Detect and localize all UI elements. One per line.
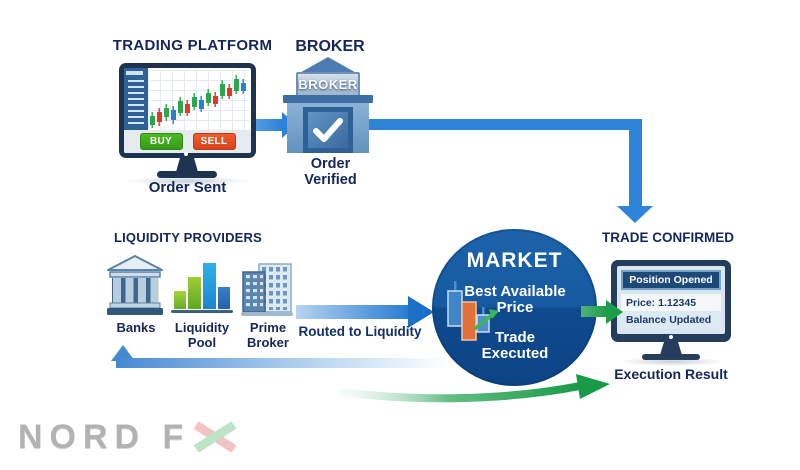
arrow-routed-to-liquidity-body bbox=[296, 305, 408, 319]
broker-building-icon: BROKER bbox=[283, 57, 373, 153]
monitor-base bbox=[642, 354, 700, 360]
arrow-platform-to-broker-body bbox=[253, 119, 282, 131]
caption-execution-result: Execution Result bbox=[614, 366, 728, 382]
platform-screen: BUY SELL bbox=[124, 68, 251, 153]
price-text: Price: 1.12345 bbox=[621, 294, 721, 311]
title-broker: BROKER bbox=[295, 38, 365, 55]
label-liquidity-pool: Liquidity Pool bbox=[174, 320, 230, 350]
order-toolbar: BUY SELL bbox=[124, 130, 251, 153]
nordfx-x-icon bbox=[193, 422, 237, 452]
caption-order-verified: Order Verified bbox=[304, 156, 357, 189]
title-trading-platform: TRADING PLATFORM bbox=[112, 37, 273, 54]
prime-broker-buildings-icon bbox=[241, 262, 293, 316]
title-trade-confirmed: TRADE CONFIRMED bbox=[602, 230, 734, 245]
arrow-market-to-result-head bbox=[606, 300, 623, 324]
monitor-shadow bbox=[127, 176, 249, 186]
arrow-broker-to-confirmed-head bbox=[617, 206, 653, 223]
broker-sign: BROKER bbox=[296, 72, 360, 97]
arrow-return-to-liquidity-body bbox=[116, 358, 448, 368]
arrow-market-to-result-body bbox=[581, 306, 606, 317]
arrow-broker-to-confirmed-vertical bbox=[629, 119, 642, 207]
liquidity-pool-chart-icon bbox=[171, 260, 233, 313]
market-candles-icon bbox=[446, 281, 500, 350]
monitor-shadow bbox=[619, 357, 725, 366]
arrow-return-to-liquidity-head bbox=[111, 345, 135, 361]
market-trade-executed: Trade Executed bbox=[481, 329, 549, 363]
arrow-execution-green bbox=[338, 372, 623, 410]
market-best-price: Best Available Price bbox=[464, 283, 566, 317]
monitor-base bbox=[157, 171, 217, 178]
position-opened-banner: Position Opened bbox=[621, 270, 721, 290]
label-banks: Banks bbox=[116, 320, 156, 335]
arrow-routed-to-liquidity-head bbox=[408, 296, 434, 328]
confirmation-monitor-icon: Position Opened Price: 1.12345 Balance U… bbox=[611, 260, 731, 342]
arrow-broker-to-confirmed-horizontal bbox=[368, 119, 642, 130]
nordfx-wordmark: NORD F bbox=[18, 417, 191, 456]
monitor-dot bbox=[184, 152, 188, 156]
monitor-stand bbox=[176, 158, 198, 172]
checkmark-icon bbox=[313, 118, 343, 142]
balance-text: Balance Updated bbox=[621, 311, 721, 329]
label-prime-broker: Prime Broker bbox=[247, 320, 289, 350]
market-title: MARKET bbox=[466, 249, 563, 272]
bank-icon bbox=[106, 254, 164, 318]
caption-order-sent: Order Sent bbox=[148, 179, 227, 196]
title-liquidity-providers: LIQUIDITY PROVIDERS bbox=[113, 230, 263, 245]
broker-cornice bbox=[283, 95, 373, 103]
confirmation-screen: Position Opened Price: 1.12345 Balance U… bbox=[617, 266, 725, 334]
broker-door bbox=[303, 107, 353, 153]
monitor-stand bbox=[660, 342, 682, 355]
label-routed-to-liquidity: Routed to Liquidity bbox=[298, 324, 422, 339]
watchlist-panel bbox=[124, 68, 148, 130]
trading-platform-monitor-icon: BUY SELL bbox=[119, 63, 256, 158]
monitor-dot bbox=[669, 335, 673, 339]
buy-button: BUY bbox=[139, 133, 183, 150]
sell-button: SELL bbox=[192, 133, 236, 150]
candlestick-chart-icon bbox=[148, 70, 249, 130]
nordfx-logo: NORD F bbox=[18, 414, 238, 460]
